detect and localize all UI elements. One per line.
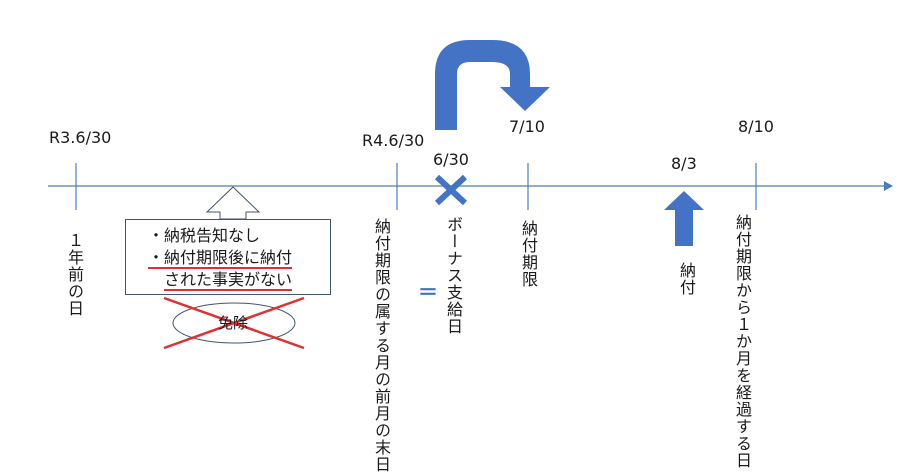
condition-line-2-text: ・納付期限後に納付 [148, 248, 293, 269]
condition-line-3-text: された事実がない [164, 270, 293, 291]
date-label-bonus: 6/30 [433, 150, 469, 169]
timeline-axis [48, 181, 893, 191]
exemption-label: 免除 [218, 314, 249, 332]
condition-box: ・納税告知なし ・納付期限後に納付 された事実がない [125, 219, 331, 295]
desc-r3: １年前の日 [65, 232, 84, 317]
bonus-cross-icon [434, 174, 468, 206]
desc-r4: 納付期限の属する月の前月の末日 [372, 218, 391, 473]
desc-bonus: ボーナス支給日 [444, 216, 463, 335]
equals-sign: ＝ [418, 280, 438, 304]
desc-payment: 納付 [677, 262, 696, 296]
date-label-r4: R4.6/30 [362, 131, 425, 150]
date-label-deadline: 7/10 [509, 117, 545, 136]
exemption-ellipse [172, 302, 296, 344]
payment-up-arrow-icon [664, 191, 704, 246]
date-label-onemonth: 8/10 [738, 117, 774, 136]
box-pointer-arrow-icon [205, 186, 261, 220]
date-label-r3: R3.6/30 [49, 128, 112, 147]
desc-deadline: 納付期限 [519, 220, 538, 288]
condition-line-3: された事実がない [164, 269, 293, 291]
uturn-arrow-icon [435, 40, 550, 130]
condition-line-2: ・納付期限後に納付 [148, 247, 293, 269]
date-label-payment: 8/3 [671, 154, 697, 173]
desc-onemonth: 納付期限から１か月を経過する日 [733, 214, 752, 469]
exemption-cross-icon [163, 296, 305, 350]
condition-line-1: ・納税告知なし [148, 226, 261, 245]
